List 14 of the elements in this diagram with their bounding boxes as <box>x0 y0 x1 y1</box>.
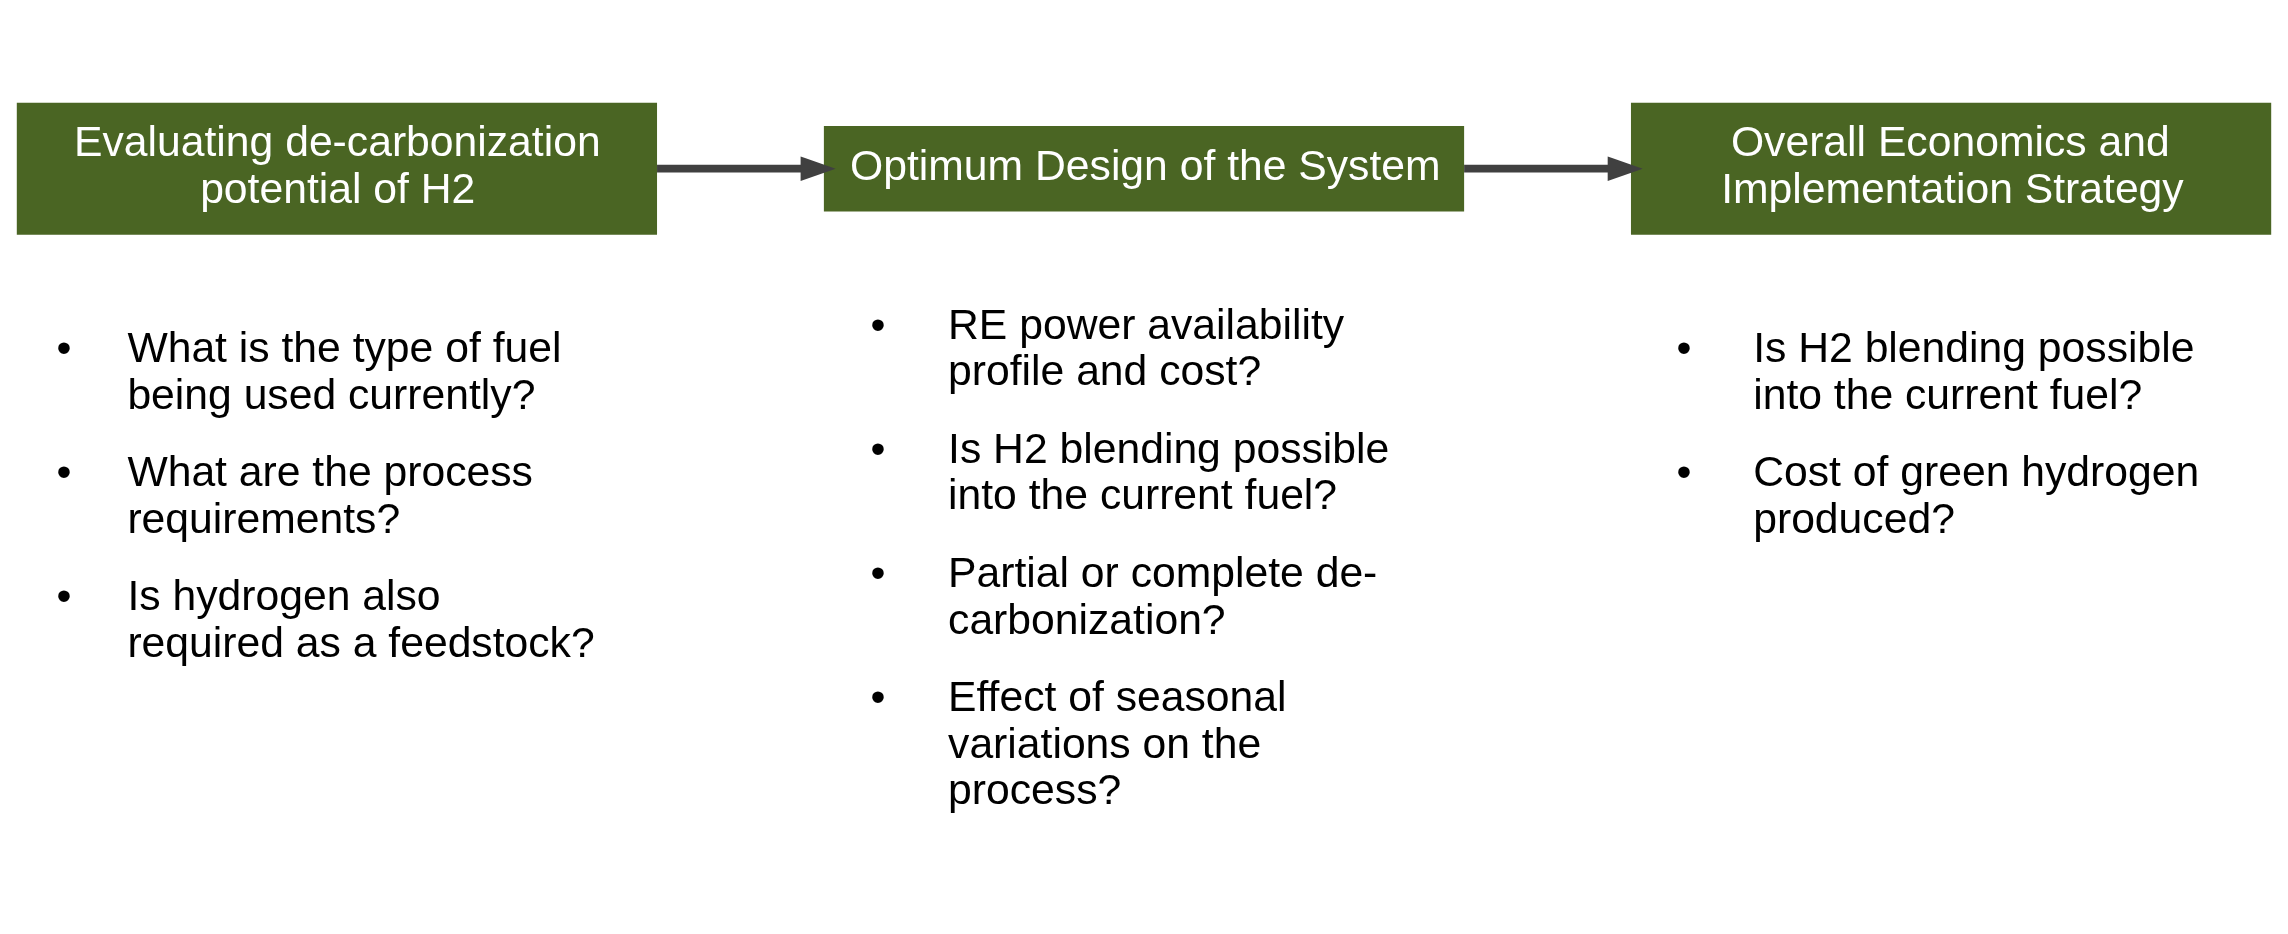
node-label: • Is H2 blending possible into the current fuel? <box>870 423 1390 518</box>
node-box: Optimum Design of the System <box>823 125 1465 211</box>
arrow <box>1464 155 1643 181</box>
node-label: • Effect of seasonal variations on the process? <box>870 671 1287 813</box>
node-label: • What are the process requirements? <box>56 446 533 542</box>
node-label: • Partial or complete de-carbonization? <box>870 547 1378 643</box>
node-label: • RE power availability profile and cost? <box>870 299 1345 394</box>
node-label: • Is H2 blending possible into the current fuel? <box>1676 322 2195 418</box>
node-box: Overall Economics and Implementation Strategy <box>1630 102 2272 235</box>
node-label: • Cost of green hydrogen produced? <box>1676 446 2200 542</box>
arrow <box>657 155 836 181</box>
node-box: Evaluating de-carbonization potential of H2 <box>16 102 658 235</box>
node-label: • Is hydrogen also required as a feedstock? <box>56 570 595 666</box>
node-label: • What is the type of fuel being used currently? <box>56 322 562 418</box>
